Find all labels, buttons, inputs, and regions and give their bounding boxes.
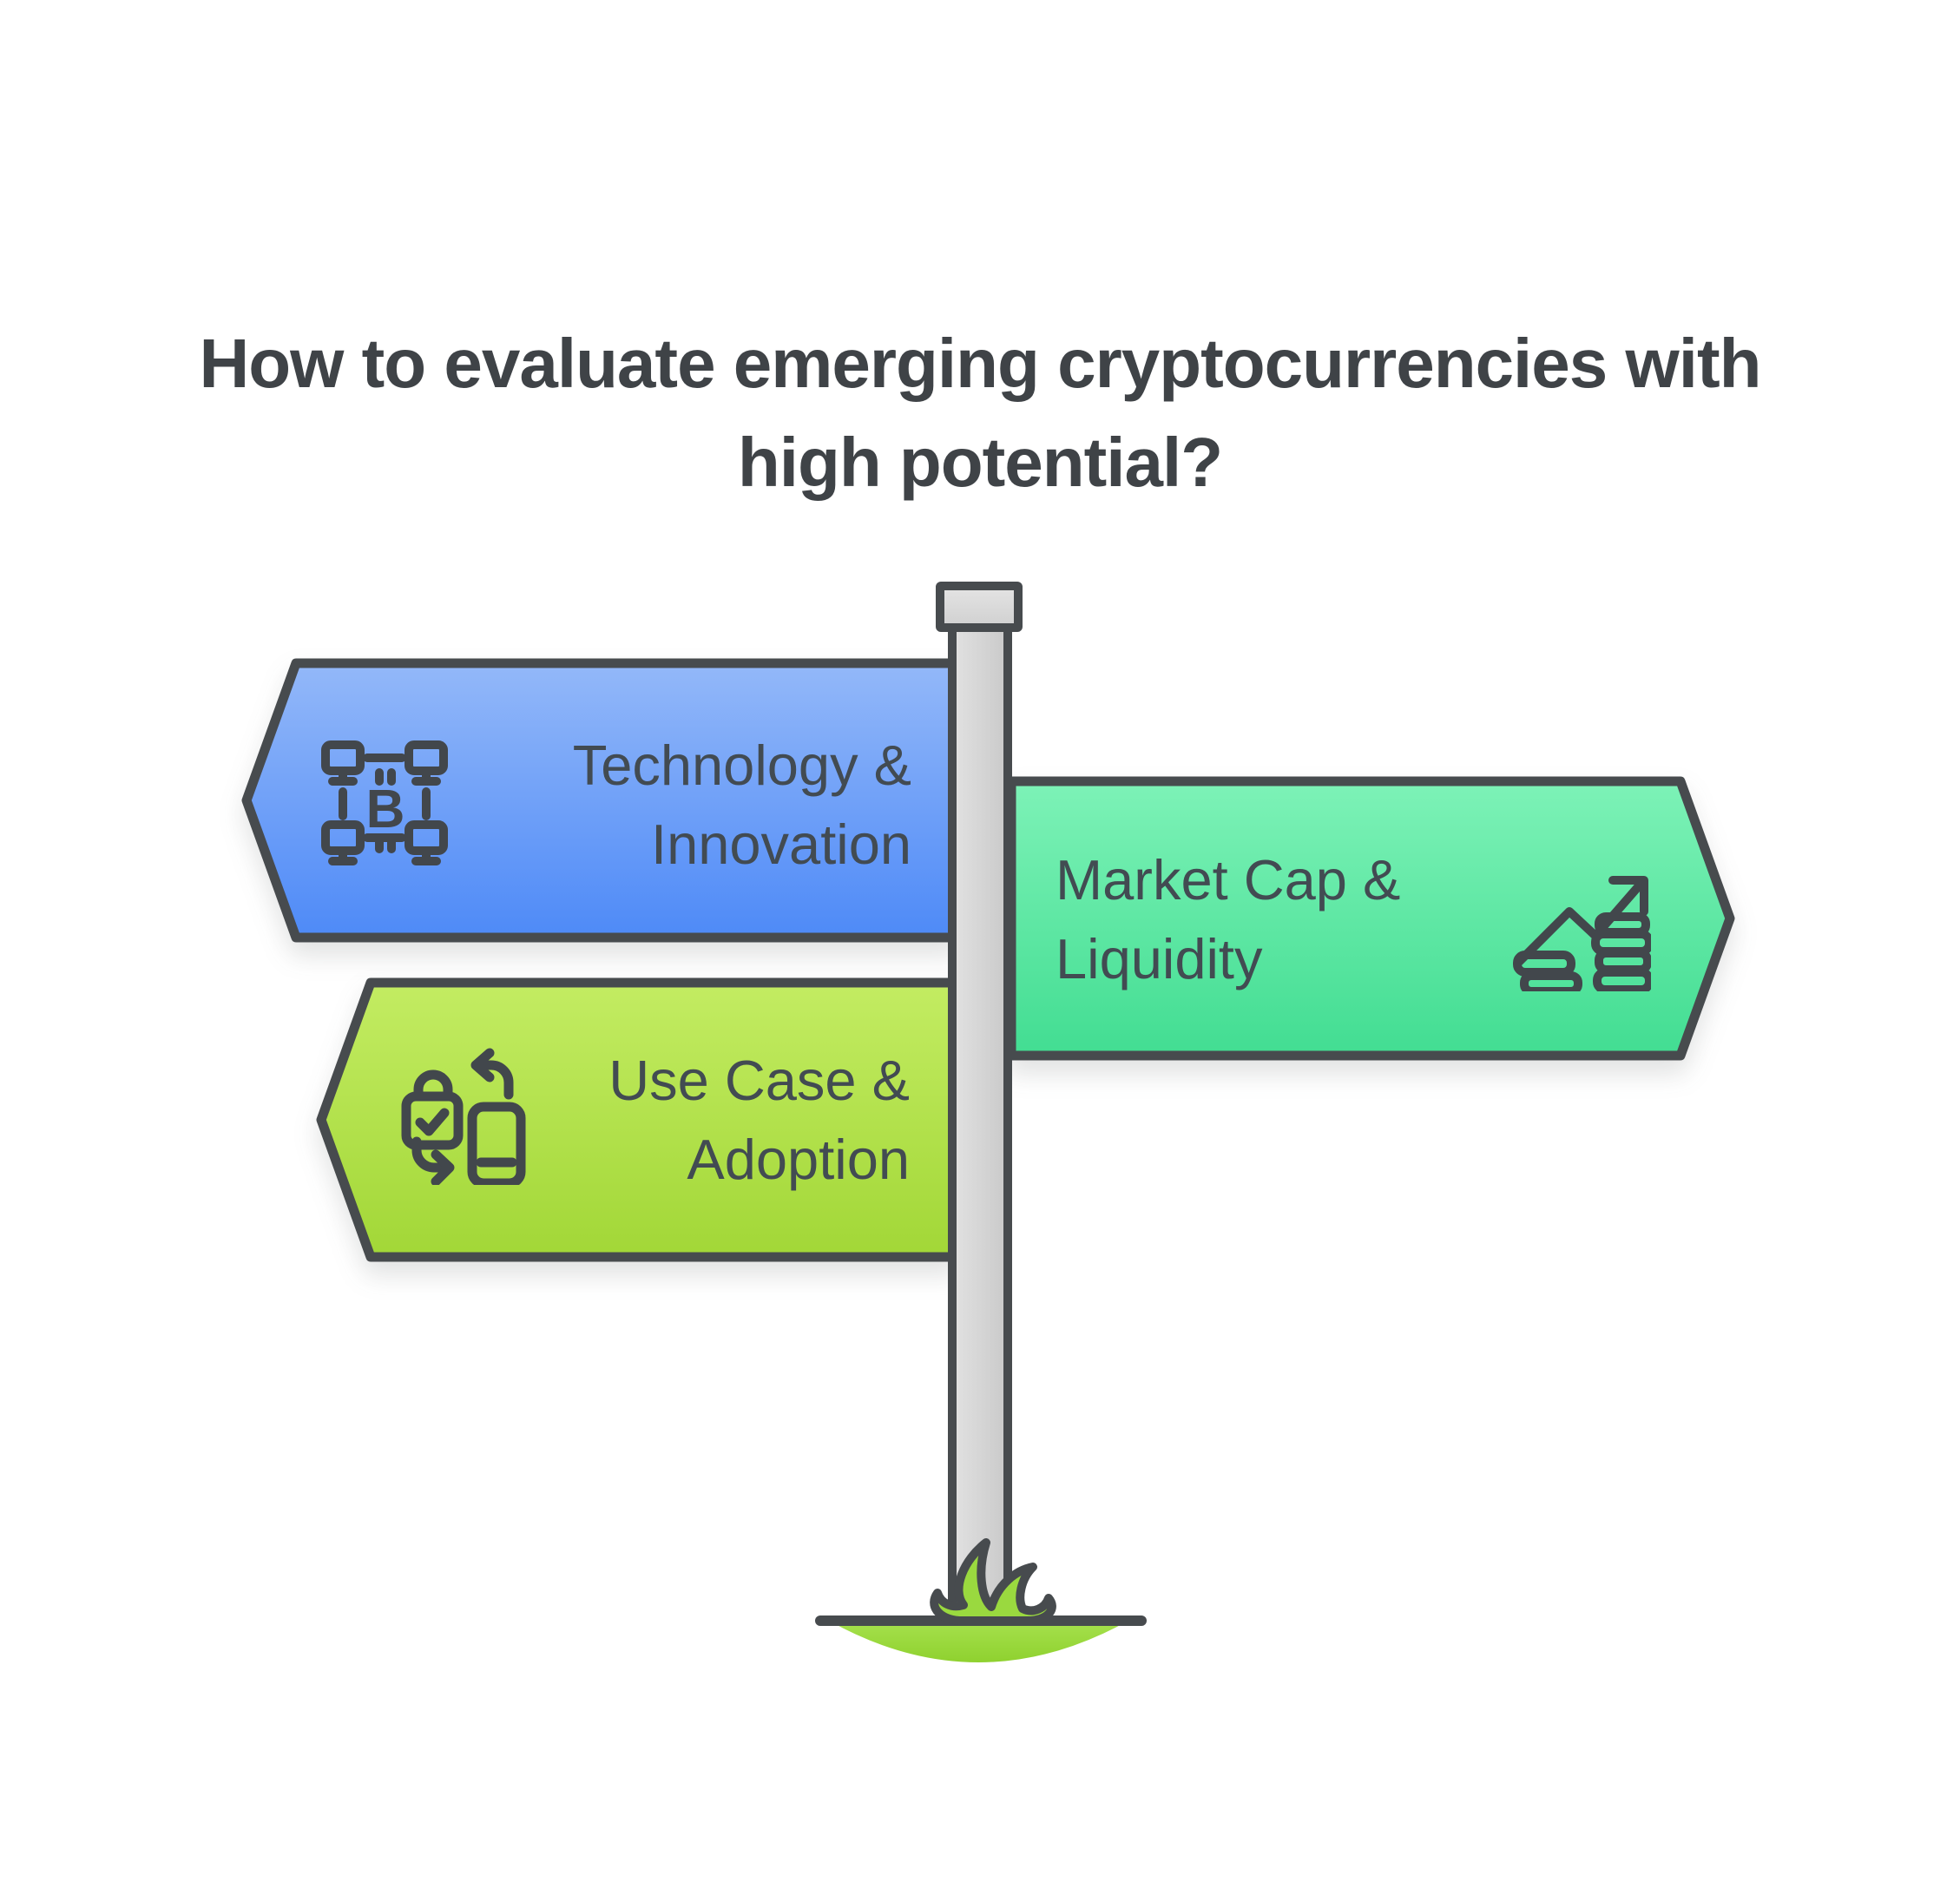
sign-market-cap-label: Market Cap & Liquidity <box>1056 848 1401 990</box>
grass-mound <box>829 1621 1128 1662</box>
sign-technology <box>241 658 962 943</box>
grass-tuft <box>930 1538 1056 1625</box>
blockchain-network-icon: B <box>321 740 448 865</box>
signpost-post <box>948 618 1012 1623</box>
sign-use-case-label: Use Case & Adoption <box>608 1049 910 1191</box>
signpost-cap <box>936 582 1023 632</box>
grass-base <box>815 1538 1147 1662</box>
growth-chart-coins-icon <box>1513 876 1651 991</box>
svg-text:B: B <box>366 780 405 839</box>
page-title: How to evaluate emerging cryptocurrencie… <box>199 325 1762 501</box>
sign-technology-label: Technology & Innovation <box>572 734 911 876</box>
secure-mobile-exchange-icon <box>401 1048 526 1185</box>
sign-use-case <box>316 977 960 1262</box>
